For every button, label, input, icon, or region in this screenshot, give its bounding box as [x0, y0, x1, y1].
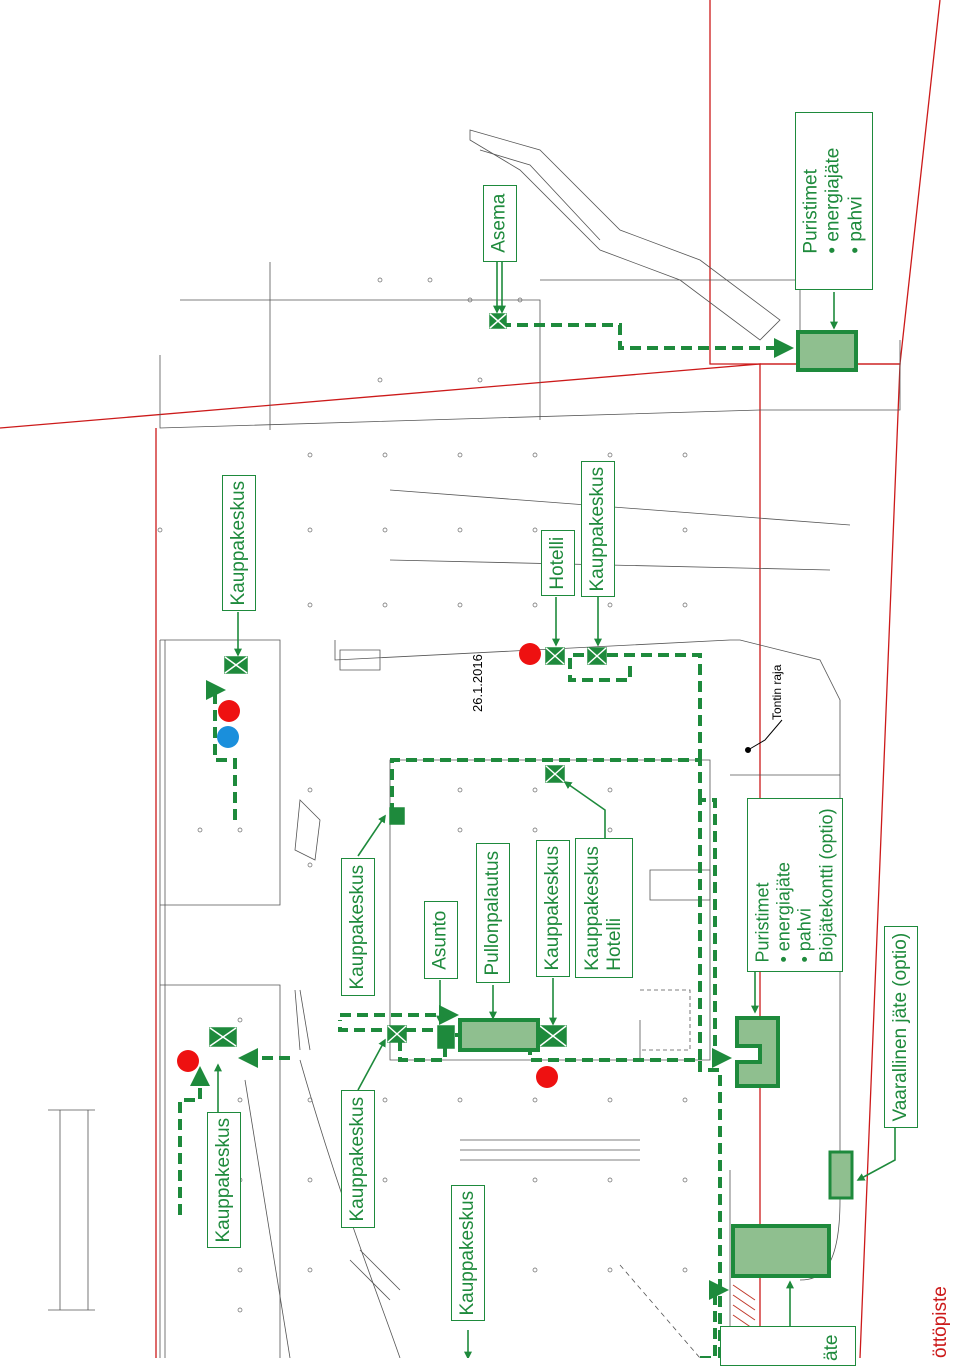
marker-red — [177, 1050, 199, 1072]
marker-red — [536, 1066, 558, 1088]
collection-point-sw — [209, 1027, 237, 1047]
label-vaarallinen: Vaarallinen jäte (optio) — [884, 926, 918, 1128]
hatched-area — [732, 1284, 756, 1331]
collection-point-center-top — [545, 765, 565, 783]
collection-point-n — [587, 647, 607, 665]
puristimet-top-item: • pahvi — [845, 196, 867, 254]
container-asema — [796, 330, 858, 372]
label-kauppakeskus-s: Kauppakeskus — [341, 1090, 375, 1228]
label-hotelli: Hotelli — [541, 530, 575, 596]
tontin-raja-label: Tontin raja — [770, 664, 784, 720]
transport-routes — [178, 323, 794, 1358]
label-asunto: Asunto — [424, 901, 458, 979]
puristimet-top-title: Puristimet — [800, 169, 822, 254]
container-puristimet — [735, 1016, 780, 1088]
puristimet-right-title: Puristimet — [752, 882, 773, 963]
puristimet-right-item: • energiajäte — [773, 861, 794, 963]
marker-red — [218, 700, 240, 722]
collection-point-asunto — [437, 1025, 455, 1049]
collection-points — [209, 313, 607, 1049]
containers — [458, 330, 858, 1278]
markers — [177, 643, 558, 1088]
collection-point-s — [387, 1025, 407, 1043]
label-arrows — [214, 262, 896, 1358]
label-edge-partial: öttöpiste — [930, 1286, 951, 1358]
marker-blue — [217, 726, 239, 748]
label-puristimet-top: Puristimet • energiajäte • pahvi — [795, 112, 873, 290]
container-vaarallinen — [828, 1150, 854, 1200]
label-kauppakeskus-nw: Kauppakeskus — [222, 475, 256, 611]
collection-point-nw — [224, 656, 248, 674]
label-bottom-partial: äte — [720, 1326, 856, 1366]
collection-point-mid — [389, 807, 405, 825]
kauppakeskus-hotelli-line2: Hotelli — [604, 917, 625, 971]
label-kauppakeskus-bottom: Kauppakeskus — [451, 1185, 485, 1321]
date-annotation: 26.1.2016 — [470, 654, 485, 712]
label-asema: Asema — [483, 185, 517, 262]
puristimet-right-item: • pahvi — [795, 907, 815, 963]
puristimet-top-item: • energiajäte — [822, 148, 844, 254]
tontin-raja-leader — [745, 719, 783, 753]
label-puristimet-right: Puristimet • energiajäte • pahvi Biojäte… — [747, 798, 843, 972]
kauppakeskus-hotelli-line1: Kauppakeskus — [581, 845, 603, 971]
building-outlines — [48, 129, 901, 1358]
collection-point-center — [539, 1025, 567, 1047]
label-kauppakeskus-n: Kauppakeskus — [581, 461, 615, 597]
container-pullonpalautus — [458, 1018, 540, 1052]
marker-red — [519, 643, 541, 665]
label-kauppakeskus-mid: Kauppakeskus — [341, 858, 375, 996]
collection-point-hotelli — [545, 647, 565, 665]
label-pullonpalautus: Pullonpalautus — [476, 843, 510, 983]
collection-point-asema — [489, 313, 507, 329]
label-kauppakeskus-sw: Kauppakeskus — [207, 1112, 241, 1248]
label-kauppakeskus-center: Kauppakeskus — [536, 840, 570, 977]
label-kauppakeskus-hotelli: Kauppakeskus Hotelli — [575, 838, 633, 978]
puristimet-right-extra: Biojätekontti (optio) — [816, 807, 837, 963]
container-bottom — [731, 1224, 831, 1278]
